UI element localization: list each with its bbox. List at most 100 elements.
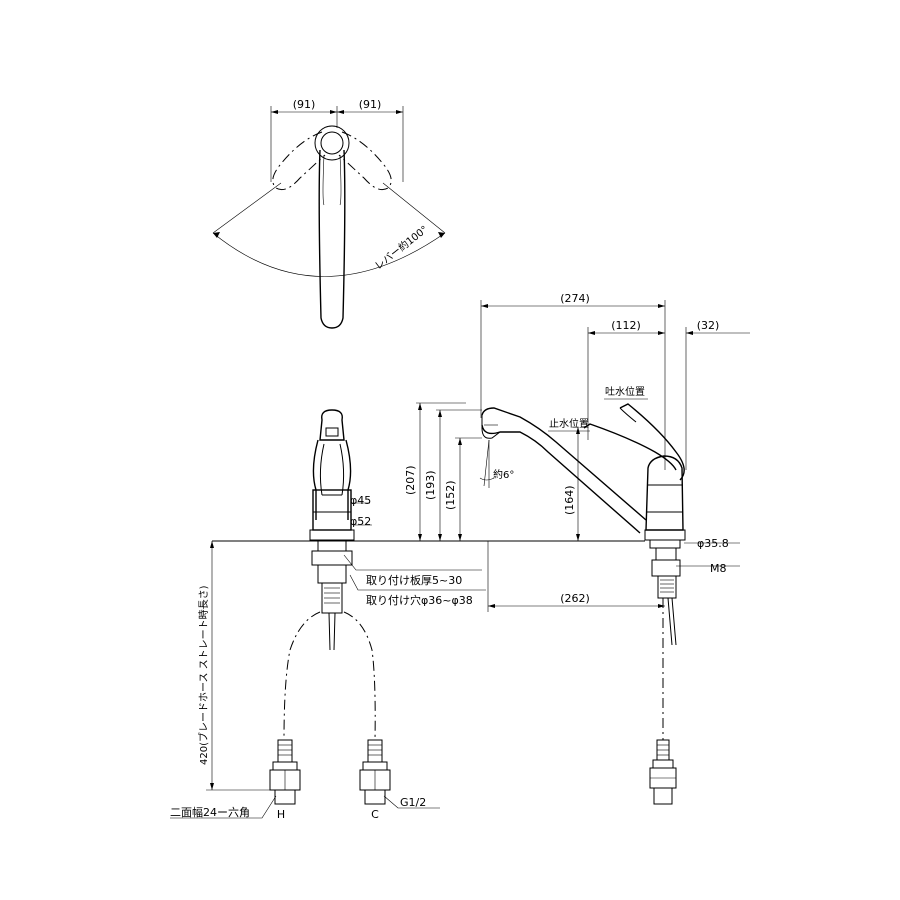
- front-cold-hose-end: [367, 739, 383, 763]
- top-swing-leg-left: [212, 182, 282, 234]
- arrow: [210, 541, 214, 548]
- side-tube-block: [657, 575, 677, 599]
- front-leader-hole: [349, 574, 486, 591]
- front-cold-tail: [364, 789, 386, 805]
- arrow: [481, 304, 488, 308]
- arrow: [588, 331, 595, 335]
- front-port-hot: H: [277, 808, 285, 821]
- side-shank: [655, 547, 677, 561]
- arrow: [576, 427, 580, 434]
- arrow: [458, 534, 462, 541]
- top-lever-angle: レバー約100°: [372, 223, 431, 273]
- front-hot-hose-end: [277, 739, 293, 763]
- top-lever-left-ghost: [272, 131, 326, 191]
- front-hot-collar: [272, 761, 298, 771]
- front-thread-size: G1/2: [400, 796, 426, 809]
- side-body-dia: φ35.8: [697, 537, 729, 550]
- arrow: [658, 604, 665, 608]
- side-dim-handle-width: (112): [611, 319, 641, 332]
- arrow: [396, 110, 403, 114]
- side-closed-position-label: 止水位置: [549, 417, 589, 430]
- side-lever-closed: [583, 423, 677, 471]
- side-body: [645, 455, 684, 531]
- front-lever-tip: [319, 409, 345, 441]
- side-nut: [651, 559, 681, 577]
- side-hose-collar: [652, 759, 674, 769]
- front-mount-plate-thickness: 取り付け板厚5~30: [366, 573, 462, 587]
- top-lever-right-ghost: [338, 131, 392, 191]
- arrow: [271, 110, 278, 114]
- side-spout-upper: [481, 407, 647, 521]
- top-dim-right: (91): [359, 98, 382, 111]
- arrow: [210, 783, 214, 790]
- top-dim-left: (91): [293, 98, 316, 111]
- front-lever-body: [312, 439, 352, 520]
- arrow: [576, 534, 580, 541]
- side-angle-arc: [479, 477, 495, 481]
- side-view: (274) (112) (32) 吐水位置 止水位置 約6°: [404, 292, 750, 805]
- top-lever-center: [318, 149, 346, 329]
- side-dim-height-164: (164): [563, 485, 576, 515]
- arrow: [418, 534, 422, 541]
- front-leader-hex: [170, 795, 277, 819]
- front-dia-45: φ45: [350, 494, 371, 507]
- side-dim-handle-offset: (32): [697, 319, 720, 332]
- arrow: [438, 534, 442, 541]
- side-dim-reach: (262): [560, 592, 590, 605]
- top-body-inner: [320, 131, 344, 155]
- side-spout-lower: [481, 424, 641, 534]
- arrow: [658, 331, 665, 335]
- front-bolt: [328, 612, 336, 651]
- arrow: [438, 232, 445, 238]
- front-lever-detail: [319, 443, 345, 496]
- top-view: (91) (91) レバー約100°: [212, 98, 446, 329]
- top-swing-leg-right: [382, 182, 446, 234]
- front-hex-size: 二面幅24ー六角: [170, 806, 250, 819]
- front-body: [312, 489, 352, 531]
- side-base-plate: [644, 529, 686, 541]
- side-dim-total-width: (274): [560, 292, 590, 305]
- side-dim-height-152: (152): [444, 480, 457, 510]
- side-angle-slant: [483, 439, 490, 487]
- top-body-outer: [314, 125, 350, 161]
- arrow: [488, 604, 495, 608]
- side-open-position-label: 吐水位置: [605, 385, 645, 398]
- arrow: [458, 438, 462, 445]
- front-leader-thread: [383, 795, 440, 809]
- side-dim-height-193: (193): [424, 470, 437, 500]
- front-hot-tail: [274, 789, 296, 805]
- front-mount-hole-size: 取り付け穴φ36~φ38: [366, 593, 473, 607]
- top-lever-detail: [322, 154, 342, 206]
- front-nut: [311, 550, 353, 566]
- side-fitting-tail: [653, 787, 673, 805]
- front-leader-plate: [343, 554, 482, 571]
- front-hose-hot: [283, 611, 321, 741]
- side-lever-detail: [619, 407, 637, 423]
- front-view: φ45 φ52 取り付け板厚5~30 取り付け穴φ36~φ38: [170, 409, 486, 821]
- front-dia-52: φ52: [350, 515, 371, 528]
- side-dim-height-total: (207): [404, 465, 417, 495]
- arrow: [330, 110, 337, 114]
- side-spout-angle: 約6°: [493, 468, 514, 481]
- front-tube-block: [321, 582, 343, 614]
- arrow: [337, 110, 344, 114]
- front-washer: [317, 564, 347, 584]
- front-hose-length: 420(ブレードホース ストレート時長さ): [197, 585, 210, 765]
- side-base-collar: [649, 539, 681, 549]
- front-port-cold: C: [371, 808, 379, 821]
- side-bolt: [667, 597, 677, 646]
- arrow: [213, 232, 220, 238]
- front-cold-collar: [362, 761, 388, 771]
- front-shank: [317, 540, 347, 552]
- arrow: [418, 403, 422, 410]
- arrow: [686, 331, 693, 335]
- front-lever-window: [325, 427, 339, 437]
- side-spout-tip: [481, 415, 501, 439]
- arrow: [438, 410, 442, 417]
- front-base-plate: [309, 529, 355, 541]
- front-hose-cold: [343, 611, 376, 741]
- side-lever-open: [619, 403, 685, 481]
- side-thread-size: M8: [710, 562, 727, 575]
